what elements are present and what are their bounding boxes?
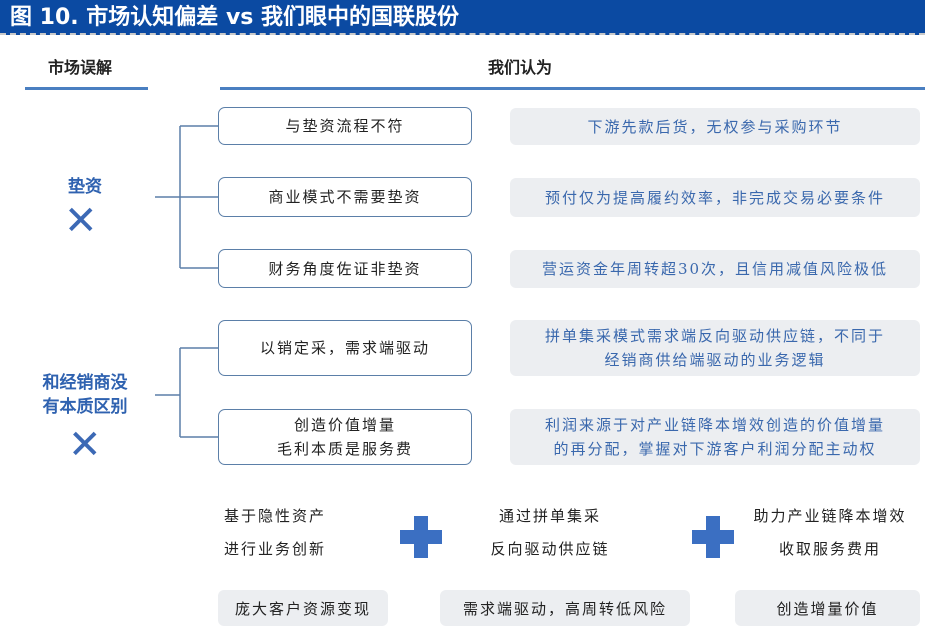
header-market-view: 市场误解 [48,58,113,77]
view-box: 利润来源于对产业链降本增效创造的价值增量 的再分配，掌握对下游客户利润分配主动权 [510,409,920,465]
header-underline [220,87,925,90]
text-line: 通过拼单集采 [498,507,601,525]
text-line: 基于隐性资产 [223,507,326,525]
bottom-text: 基于隐性资产 进行业务创新 [195,500,355,566]
misconception-prepayment: 垫资 [68,177,102,197]
bottom-text: 助力产业链降本增效 收取服务费用 [740,500,920,566]
claim-box: 以销定采，需求端驱动 [218,320,472,376]
result-box: 需求端驱动，高周转低风险 [440,590,690,626]
plus-icon [400,516,442,558]
cross-icon: ✕ [64,198,98,244]
header-underline [25,87,148,90]
view-box: 拼单集采模式需求端反向驱动供应链，不同于 经销商供给端驱动的业务逻辑 [510,320,920,376]
claim-line: 创造价值增量 [293,416,396,434]
claim-line: 毛利本质是服务费 [276,440,413,458]
view-box: 预付仅为提高履约效率，非完成交易必要条件 [510,178,920,217]
text-line: 反向驱动供应链 [490,540,610,558]
claim-box: 创造价值增量 毛利本质是服务费 [218,409,472,465]
misconception-distributor: 和经销商没 有本质区别 [20,371,150,419]
view-line: 利润来源于对产业链降本增效创造的价值增量 [544,416,885,434]
label-line: 有本质区别 [42,397,128,417]
label-line: 和经销商没 [42,373,128,393]
bottom-text: 通过拼单集采 反向驱动供应链 [470,500,630,566]
claim-box: 商业模式不需要垫资 [218,177,472,217]
view-box: 下游先款后货，无权参与采购环节 [510,108,920,145]
figure-title: 图 10. 市场认知偏差 vs 我们眼中的国联股份 [0,0,925,35]
view-line: 经销商供给端驱动的业务逻辑 [604,351,826,369]
view-box: 营运资金年周转超30次，且信用减值风险极低 [510,250,920,288]
text-line: 进行业务创新 [223,540,326,558]
text-line: 助力产业链降本增效 [753,507,907,525]
claim-box: 财务角度佐证非垫资 [218,249,472,288]
result-box: 庞大客户资源变现 [218,590,388,626]
claim-box: 与垫资流程不符 [218,107,472,145]
header-our-view: 我们认为 [488,58,553,77]
cross-icon: ✕ [68,422,102,468]
result-box: 创造增量价值 [735,590,920,626]
text-line: 收取服务费用 [778,540,881,558]
view-line: 拼单集采模式需求端反向驱动供应链，不同于 [544,327,885,345]
view-line: 的再分配，掌握对下游客户利润分配主动权 [553,440,877,458]
plus-icon [692,516,734,558]
